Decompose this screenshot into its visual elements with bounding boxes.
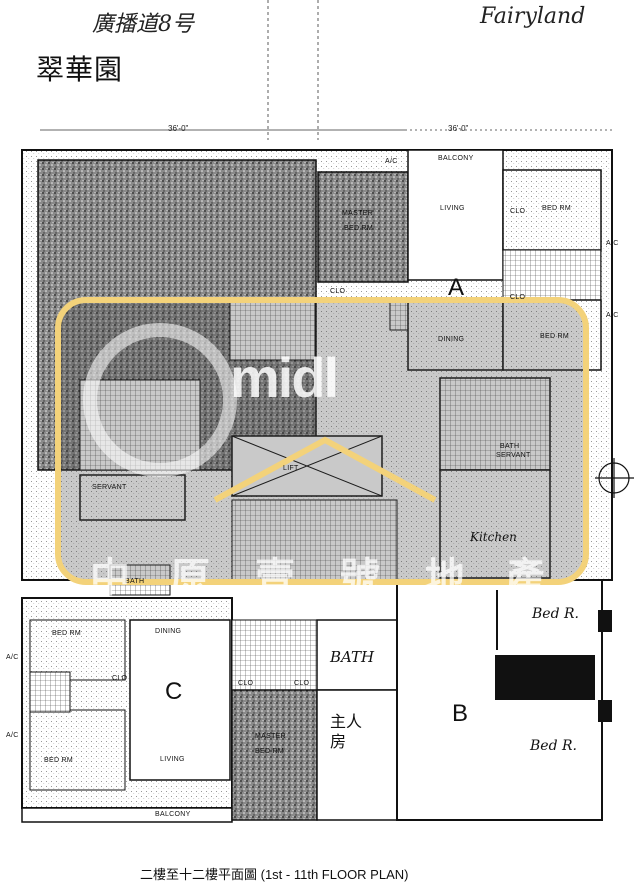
room-c-clo-3: CLO [294,680,310,687]
dimension-lines [40,0,612,140]
room-a-bed-mid: BED RM [540,333,570,340]
watermark-char-6: 產 [505,555,545,601]
watermark-char-4: 號 [340,555,380,601]
room-a-bath: BATH [500,443,520,450]
handwritten-estate-name: Fairyland [480,4,586,29]
room-a-master: MASTER [342,210,373,217]
watermark-char-5: 地 [425,555,465,601]
room-a-balcony: BALCONY [438,155,474,162]
handwritten-kitchen: Kitchen [470,530,517,544]
handwritten-bath: BATH [330,648,375,666]
room-c-master: MASTER [255,733,286,740]
dimension-left: 36'-0" [168,124,189,133]
handwritten-bed-bottom: Bed R. [530,738,577,754]
watermark-frame [55,297,589,585]
unit-b-label: B [452,700,469,727]
room-c-clo-1: CLO [112,675,128,682]
watermark-char-1: 中 [90,555,130,601]
unit-c-label: C [165,678,183,705]
lower-block [21,579,612,823]
room-c-master-bed: BED RM [255,748,285,755]
floor-plan-caption: 二樓至十二樓平面圖 (1st - 11th FLOOR PLAN) [140,867,409,882]
unit-a-label: A [448,274,465,301]
room-a-clo-2: CLO [510,208,526,215]
handwritten-address: 廣播道8号 [92,12,194,37]
room-c-ac-1: A/C [6,654,19,661]
handwritten-bed-top: Bed R. [532,606,579,622]
room-a-dining: DINING [438,336,465,343]
room-lift: LIFT [283,465,299,472]
room-a-master-bed: BED RM [344,225,374,232]
room-a-clo-1: CLO [330,288,346,295]
watermark-logo: midl [230,346,339,409]
room-a-ac-2: A/C [606,240,619,247]
room-c-ac-2: A/C [6,732,19,739]
room-c-living: LIVING [160,756,185,763]
dimension-right: 36'-0" [448,124,469,133]
room-c-dining: DINING [155,628,182,635]
room-a-servant: SERVANT [496,452,531,459]
room-c-bed-bottom: BED RM [44,757,74,764]
room-a-ac-3: A/C [606,312,619,319]
room-a-clo-3: CLO [510,294,526,301]
room-c-bed-top: BED RM [52,630,82,637]
room-left-bath: BATH [125,578,145,585]
handwritten-master-room: 主人房 [330,712,363,751]
room-c-clo-2: CLO [238,680,254,687]
watermark-char-2: 原 [170,555,210,601]
estate-name: 翠華園 [36,53,124,86]
room-c-balcony: BALCONY [155,811,191,818]
compass-icon [595,458,634,498]
watermark-char-3: 壹 [255,555,295,601]
room-a-bed-top: BED RM [542,205,572,212]
room-a-living: LIVING [440,205,465,212]
room-left-servant: SERVANT [92,484,127,491]
room-a-ac-1: A/C [385,158,398,165]
upper-block [21,149,613,596]
